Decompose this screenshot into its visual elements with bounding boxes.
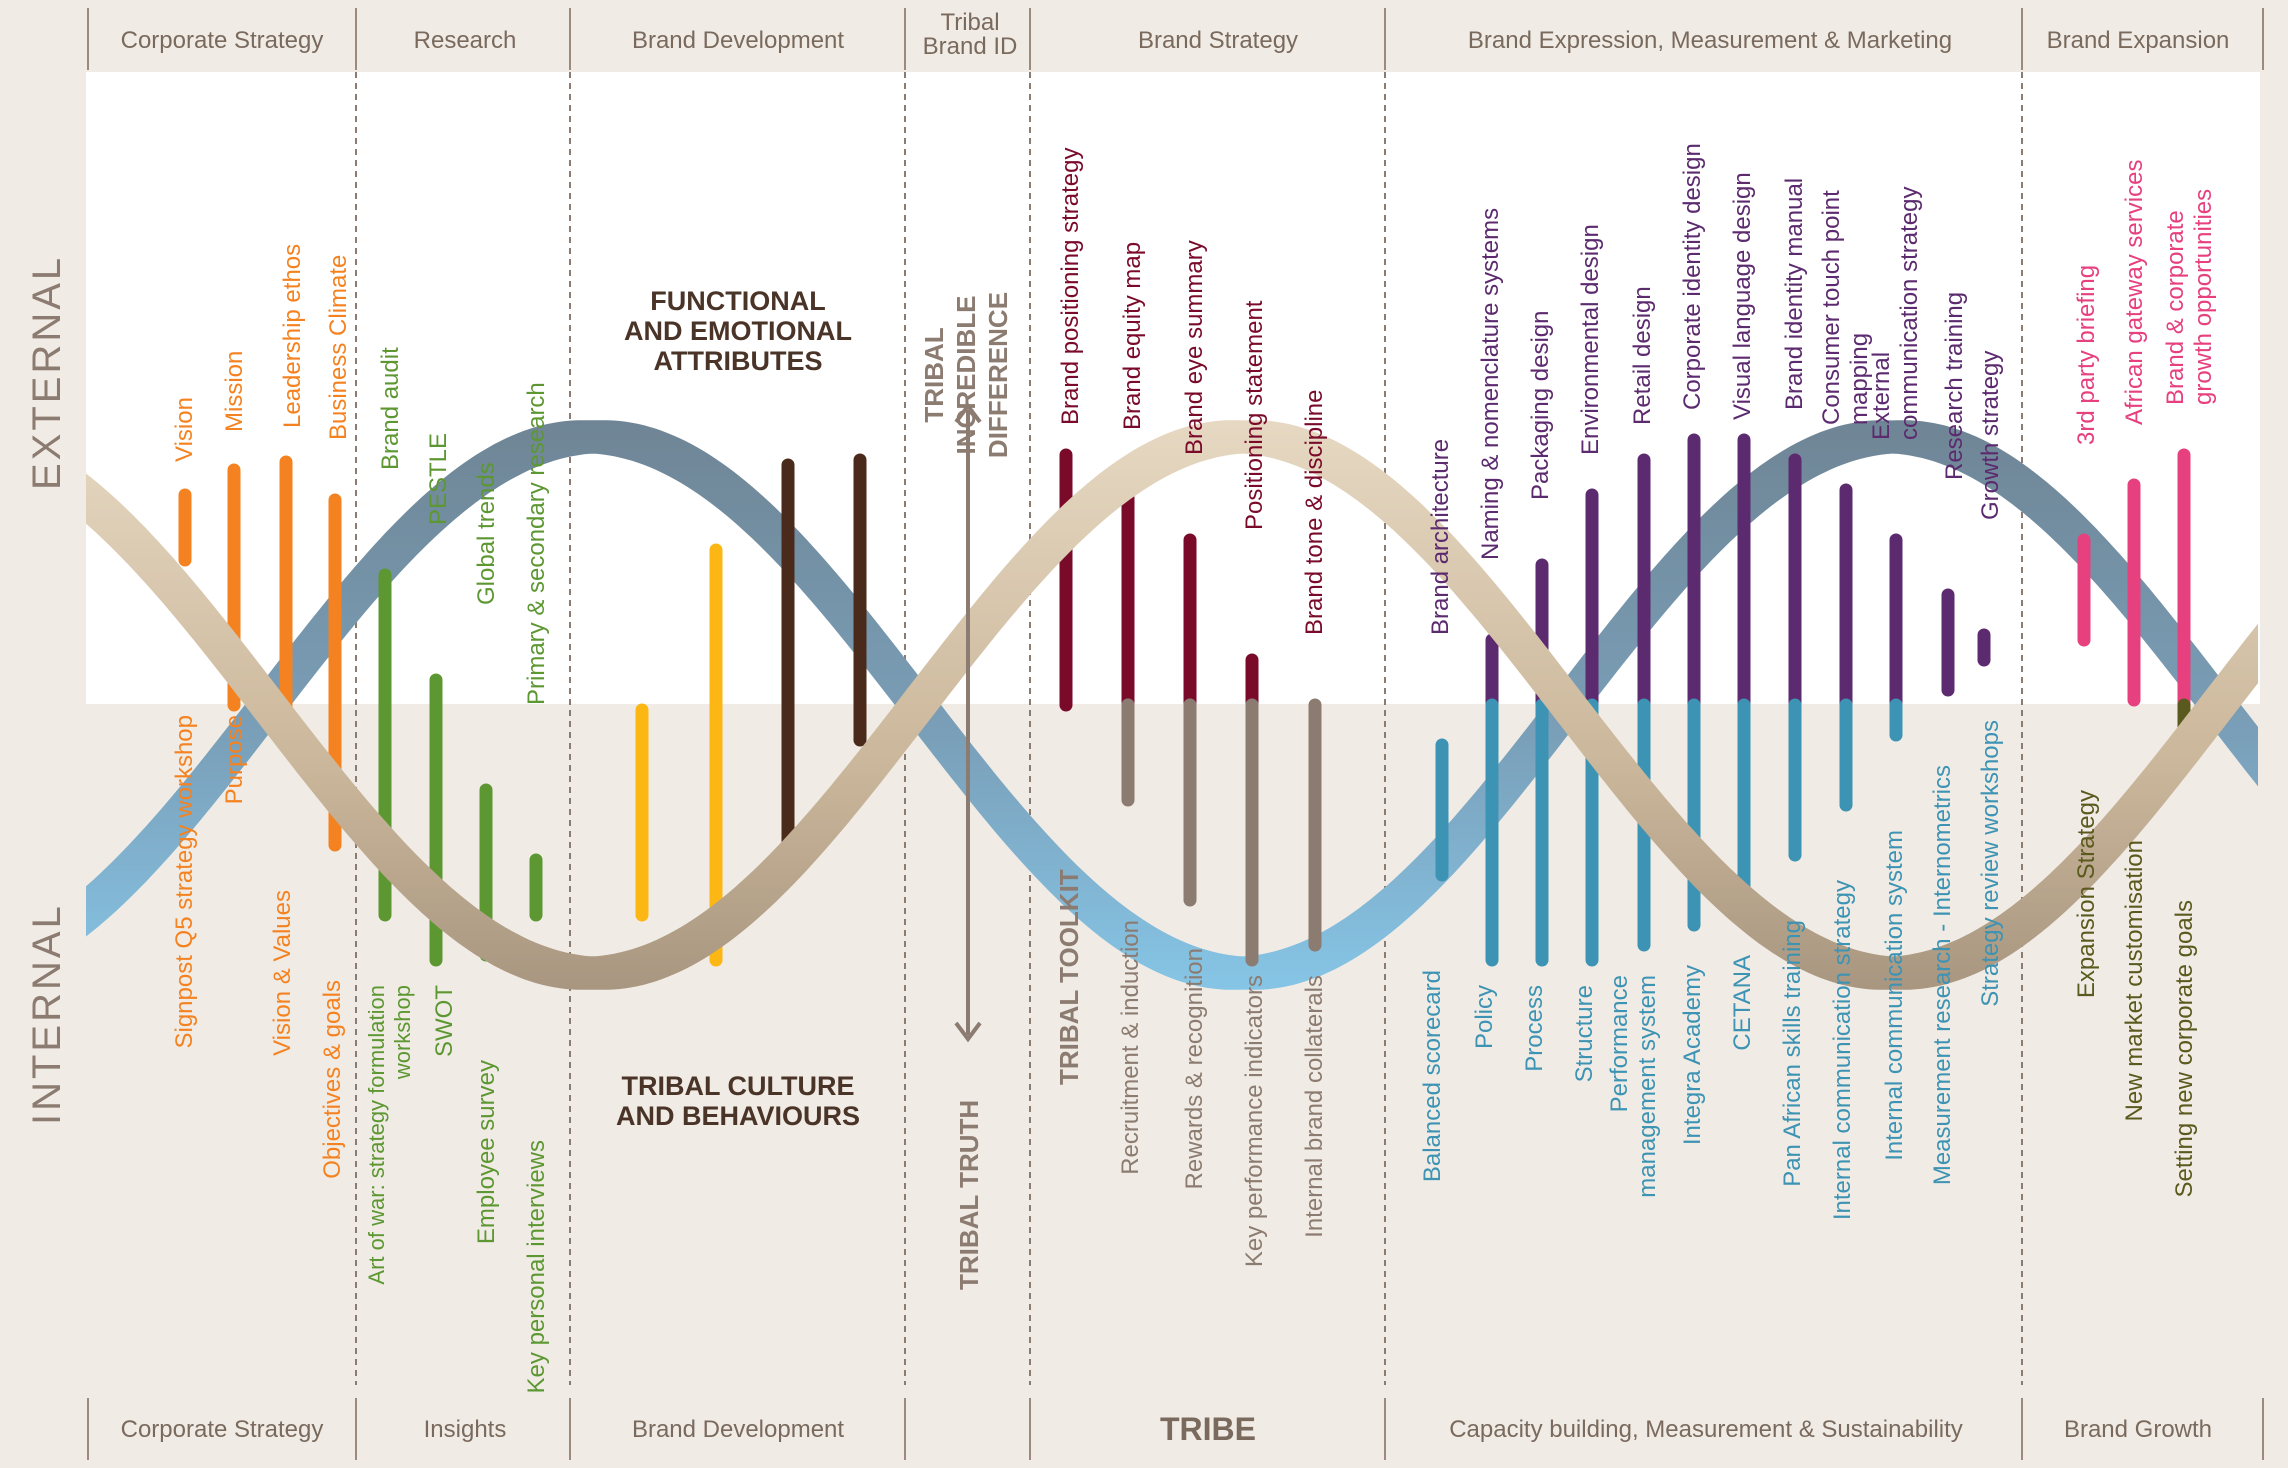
expression-internal-label: Structure	[1571, 985, 1598, 1082]
header-brand-expression: Brand Expression, Measurement & Marketin…	[1468, 27, 1952, 54]
expression-internal-label: CETANA	[1729, 955, 1756, 1051]
brand-strategy-external-label: Positioning statement	[1241, 300, 1268, 530]
brand-strategy-internal-label: Key performance indicators	[1241, 975, 1268, 1267]
footer-corporate-strategy: Corporate Strategy	[121, 1416, 324, 1443]
column-separators	[87, 8, 2264, 1460]
tribal-truth: TRIBAL TRUTH	[954, 1100, 984, 1290]
corporate-internal-label: Signpost Q5 strategy workshop	[171, 715, 198, 1049]
labels-layer: Vision Mission Leadership ethos Business Cl…	[171, 143, 2217, 1393]
brand-strategy-internal-label: Internal brand collaterals	[1301, 975, 1328, 1238]
expression-internal-label: Measurement research - Internometrics	[1929, 765, 1956, 1185]
header-brand-expansion: Brand Expansion	[2047, 27, 2230, 54]
research-external-label: PESTLE	[425, 433, 452, 525]
research-internal-label: SWOT	[431, 985, 458, 1057]
expression-internal-label: Process	[1521, 985, 1548, 1072]
corporate-external-label: Leadership ethos	[279, 244, 306, 428]
footer-brand-development: Brand Development	[632, 1416, 844, 1443]
footer-capacity-building: Capacity building, Measurement & Sustain…	[1449, 1416, 1963, 1443]
header-brand-development: Brand Development	[632, 27, 844, 54]
research-external-label: Global trends	[473, 462, 500, 605]
tribal-incredible-line: TRIBAL	[919, 327, 949, 422]
expression-internal-label: Pan African skills training	[1779, 920, 1806, 1187]
expression-external-label: Environmental design	[1577, 224, 1604, 455]
corporate-external-label: Vision	[171, 397, 198, 462]
corporate-internal-label: Vision & Values	[269, 890, 296, 1056]
expansion-external-label: Brand & corporategrowth opportunities	[2162, 189, 2217, 405]
footer-tribe-logo: TRIBE	[1160, 1411, 1256, 1447]
expression-external-label: Research training	[1941, 292, 1968, 480]
expression-internal-label: Performancemanagement system	[1606, 975, 1661, 1198]
brand-strategy-internal-label: Rewards & recognition	[1181, 948, 1208, 1189]
expression-external-label: Externalcommunication strategy	[1868, 187, 1923, 440]
expression-internal-label: Integra Academy	[1679, 965, 1706, 1145]
expression-internal-label: Internal communication strategy	[1829, 880, 1856, 1220]
external-zone	[86, 72, 2260, 704]
corporate-external-label: Business Climate	[325, 255, 352, 440]
expression-internal-label: Strategy review workshops	[1977, 720, 2004, 1007]
research-external-label: Brand audit	[377, 347, 404, 470]
expansion-external-label: African gateway services	[2121, 160, 2148, 425]
double-arrow	[954, 402, 982, 1043]
research-internal-label: Art of war: strategy formulationworkshop	[364, 985, 415, 1285]
expression-external-label: Packaging design	[1527, 311, 1554, 500]
header-research: Research	[414, 27, 517, 54]
corporate-external-label: Mission	[221, 351, 248, 432]
expression-internal-label: Policy	[1471, 985, 1498, 1049]
corporate-internal-label: Purpose	[221, 715, 248, 804]
tribal-toolkit: TRIBAL TOOLKIT	[1054, 869, 1084, 1085]
header-brand-strategy: Brand Strategy	[1138, 27, 1298, 54]
side-label-internal: INTERNAL	[25, 903, 69, 1125]
footer-insights: Insights	[424, 1416, 507, 1443]
brand-strategy-internal-label: Recruitment & induction	[1117, 920, 1144, 1175]
expression-external-label: Growth strategy	[1977, 351, 2004, 520]
side-label-external: EXTERNAL	[25, 255, 69, 490]
expression-external-label: Brand identity manual	[1781, 178, 1808, 410]
brand-strategy-external-label: Brand tone & discipline	[1301, 390, 1328, 635]
research-internal-label: Employee survey	[473, 1060, 500, 1244]
brand-strategy-external-label: Brand positioning strategy	[1057, 148, 1084, 426]
header-corporate-strategy: Corporate Strategy	[121, 27, 324, 54]
expansion-internal-label: Expansion Strategy	[2073, 790, 2100, 998]
research-external-label: Primary & secondary research	[523, 382, 550, 705]
footer-brand-growth: Brand Growth	[2064, 1416, 2212, 1443]
brand-strategy-external-label: Brand equity map	[1119, 242, 1146, 430]
expression-internal-label: Balanced scorecard	[1419, 970, 1446, 1182]
expression-internal-label: Internal communication system	[1881, 830, 1908, 1161]
research-internal-label: Key personal interviews	[523, 1140, 550, 1393]
expression-external-label: Naming & nomenclature systems	[1477, 208, 1504, 560]
tribal-incredible-line: DIFFERENCE	[983, 292, 1013, 458]
expansion-internal-label: Setting new corporate goals	[2171, 900, 2198, 1198]
expression-external-label: Visual language design	[1729, 172, 1756, 420]
expansion-external-label: 3rd party briefing	[2073, 265, 2100, 445]
brand-strategy-external-label: Brand eye summary	[1181, 240, 1208, 455]
expression-external-label: Consumer touch pointmapping	[1818, 190, 1873, 425]
expression-external-label: Brand architecture	[1427, 439, 1454, 635]
expansion-internal-label: New market customisation	[2121, 840, 2148, 1121]
corporate-internal-label: Objectives & goals	[319, 980, 346, 1179]
expression-external-label: Retail design	[1629, 286, 1656, 425]
expression-external-label: Corporate identity design	[1679, 143, 1706, 410]
